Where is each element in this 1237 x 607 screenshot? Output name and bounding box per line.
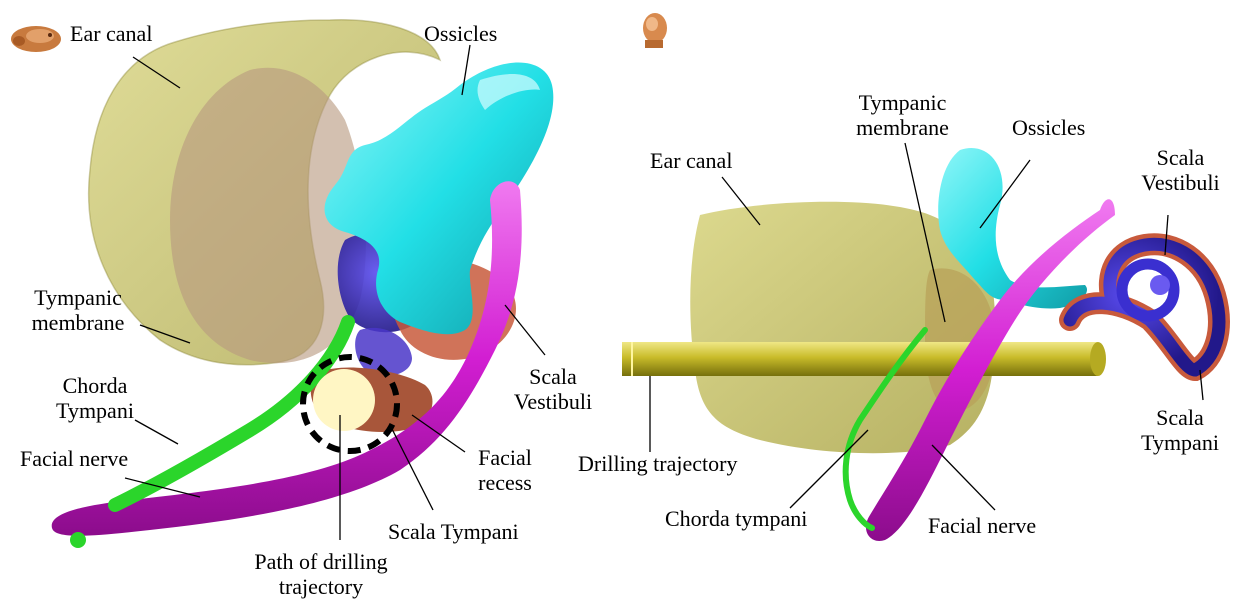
- label-ear-canal-right: Ear canal: [650, 148, 732, 173]
- head-frontal-icon: [643, 13, 667, 48]
- chorda-tympani-end-left: [70, 532, 86, 548]
- label-facial-nerve-right: Facial nerve: [928, 513, 1036, 538]
- label-tympanic-membrane-left: Tympanic membrane: [8, 285, 148, 335]
- label-tympanic-membrane-right: Tympanic membrane: [840, 90, 965, 140]
- label-facial-recess: Facial recess: [455, 445, 555, 495]
- label-drilling-trajectory: Drilling trajectory: [578, 451, 737, 476]
- label-scala-tympani-right: Scala Tympani: [1125, 405, 1235, 455]
- label-scala-tympani-left: Scala Tympani: [388, 519, 519, 544]
- drill-path-marker: [313, 369, 375, 431]
- label-ossicles-left: Ossicles: [424, 21, 497, 46]
- label-scala-vestibuli-left: Scala Vestibuli: [503, 364, 603, 414]
- head-lateral-icon: [11, 26, 61, 52]
- label-chorda-tympani-right: Chorda tympani: [665, 506, 807, 531]
- label-facial-nerve-left: Facial nerve: [20, 446, 128, 471]
- label-ossicles-right: Ossicles: [1012, 115, 1085, 140]
- drilling-trajectory-rod-end: [1090, 342, 1106, 376]
- label-ear-canal-left: Ear canal: [70, 21, 152, 46]
- drilling-trajectory-rod: [622, 342, 1098, 376]
- label-drilling-path: Path of drilling trajectory: [226, 549, 416, 599]
- label-scala-vestibuli-right: Scala Vestibuli: [1128, 145, 1233, 195]
- label-chorda-tympani-left: Chorda Tympani: [40, 373, 150, 423]
